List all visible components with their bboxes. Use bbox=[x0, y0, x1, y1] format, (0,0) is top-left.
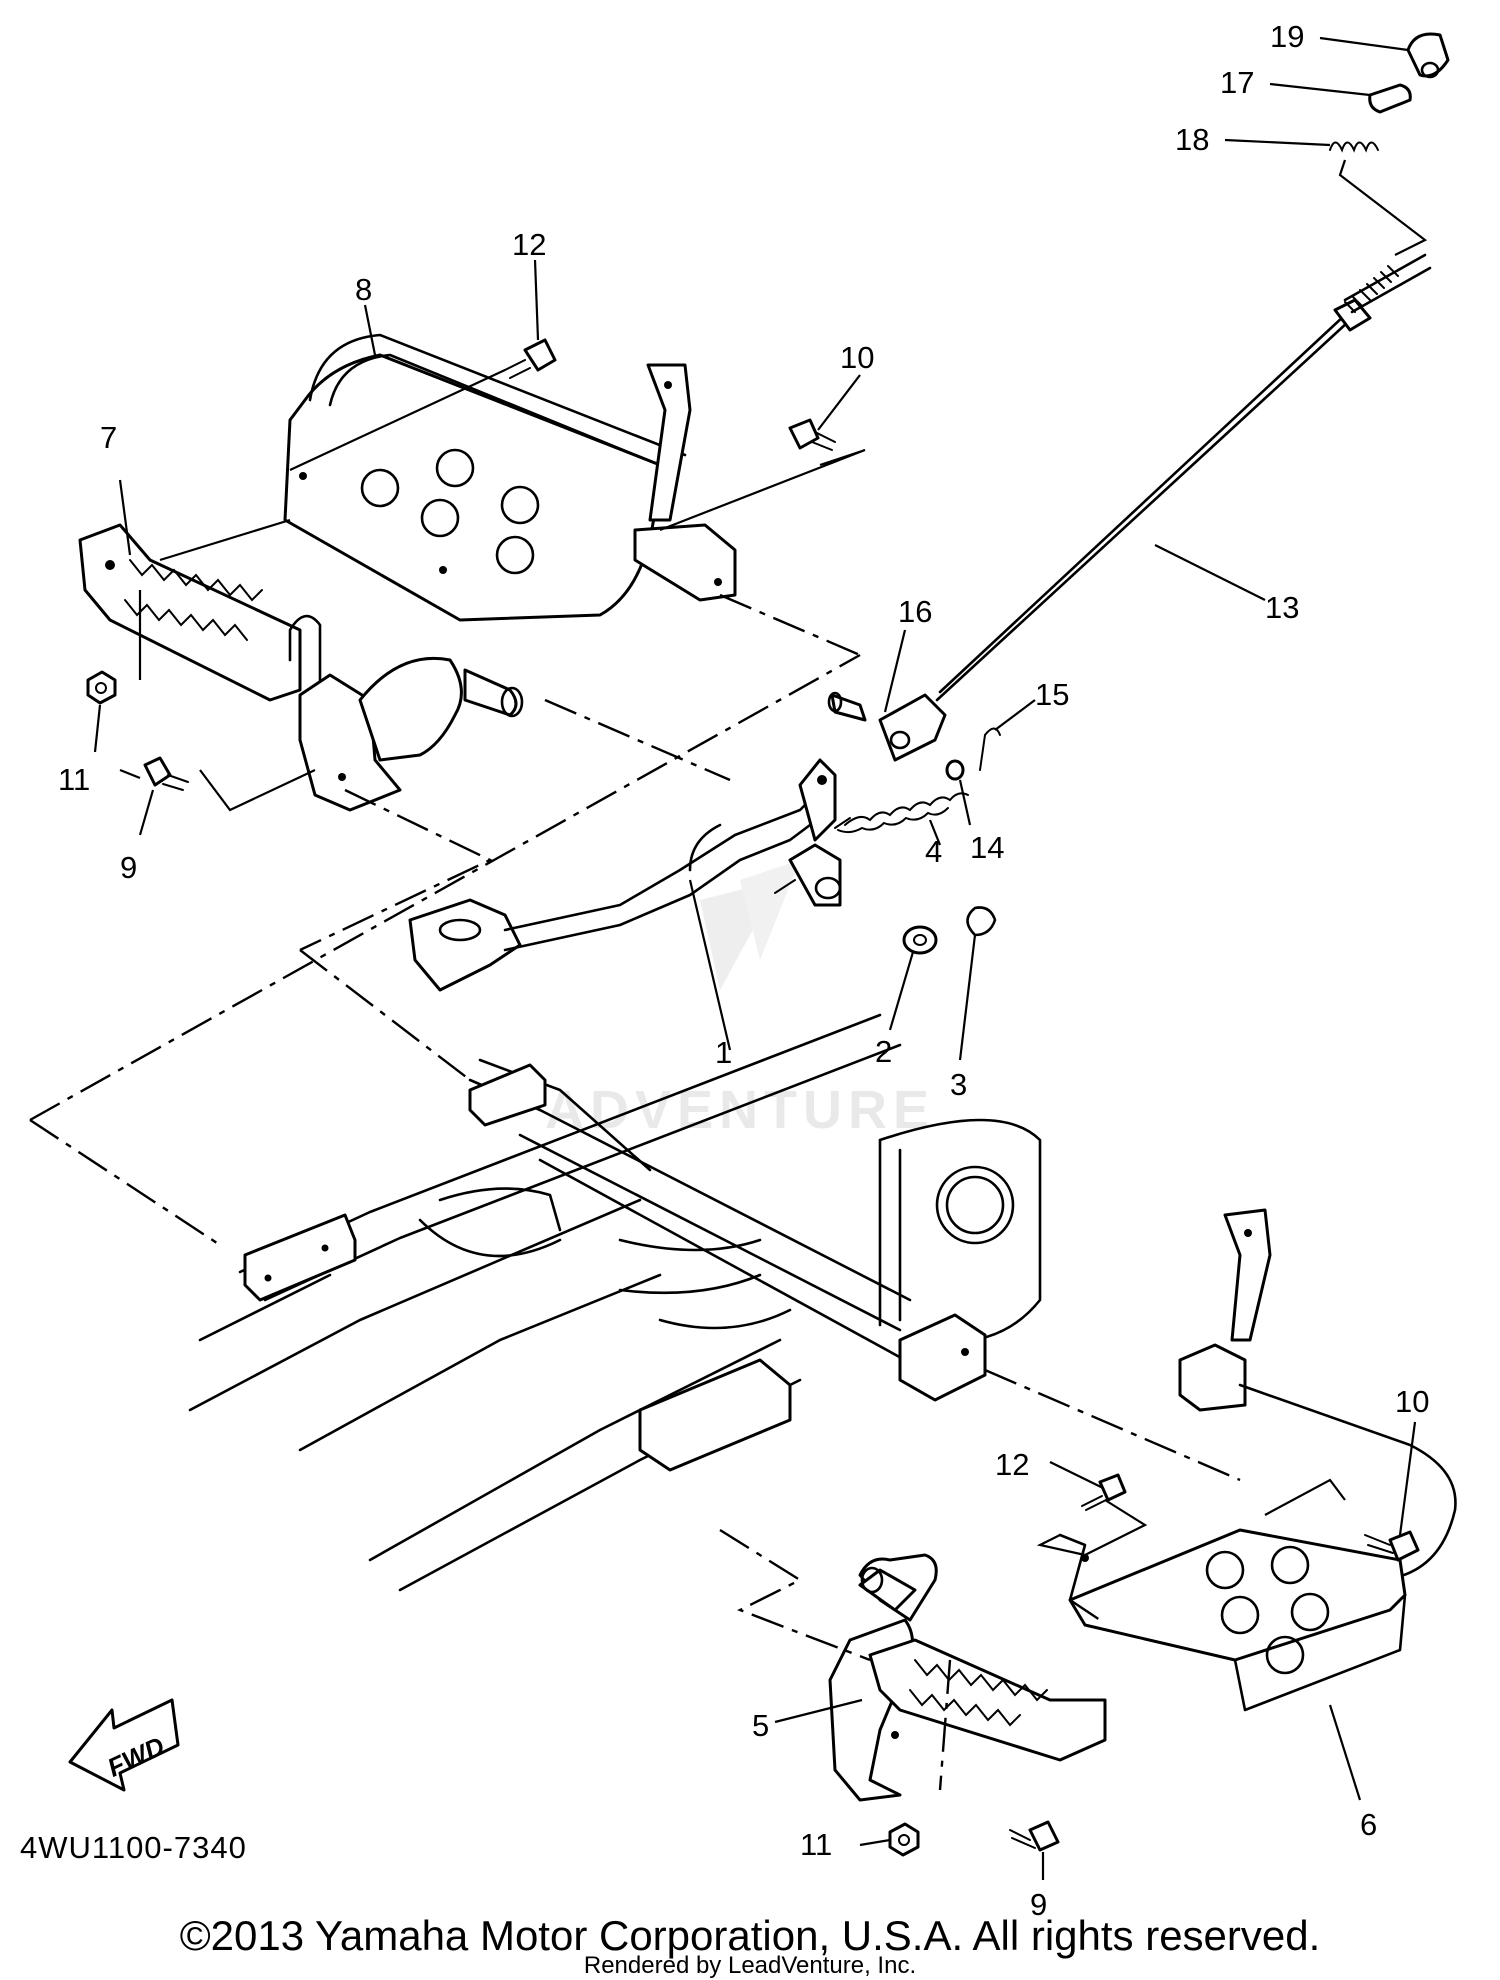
right-footpeg bbox=[828, 1553, 1107, 1802]
copyright-notice: ©2013 Yamaha Motor Corporation, U.S.A. A… bbox=[179, 1912, 1321, 1959]
brake-pedal bbox=[408, 758, 842, 992]
watermark-text: ADVENTURE bbox=[545, 1080, 935, 1140]
callout-4: 4 bbox=[925, 834, 942, 869]
fasteners bbox=[86, 338, 1420, 1857]
callout-5: 5 bbox=[752, 1708, 769, 1743]
callout-6: 6 bbox=[1360, 1807, 1377, 1842]
frame-assembly bbox=[188, 1013, 1042, 1592]
rendered-by-credit: Rendered by LeadVenture, Inc. bbox=[583, 1952, 917, 1979]
callout-3: 3 bbox=[950, 1067, 967, 1102]
callout-16: 16 bbox=[898, 594, 932, 629]
brake-cable bbox=[827, 253, 1432, 781]
spring bbox=[834, 792, 969, 834]
callout-9-bottom: 9 bbox=[1030, 1887, 1047, 1922]
adjuster-parts bbox=[1329, 32, 1450, 153]
assembly-lines bbox=[29, 593, 1241, 1791]
watermark: ADVENTURE bbox=[545, 860, 935, 1140]
callout-labels: 19 17 18 13 16 15 14 4 1 2 3 12 8 10 7 1… bbox=[58, 19, 1429, 1922]
callout-19: 19 bbox=[1270, 19, 1304, 54]
right-footrest bbox=[1058, 1208, 1457, 1712]
callout-10-bottom: 10 bbox=[1395, 1384, 1429, 1419]
callout-17: 17 bbox=[1220, 65, 1254, 100]
washer bbox=[902, 925, 938, 955]
fwd-arrow-icon: FWD bbox=[68, 1698, 180, 1792]
callout-18: 18 bbox=[1175, 122, 1209, 157]
callout-10-top: 10 bbox=[840, 340, 874, 375]
callout-14: 14 bbox=[970, 830, 1004, 865]
callout-13: 13 bbox=[1265, 590, 1299, 625]
left-footrest bbox=[78, 333, 737, 812]
callout-12-bottom: 12 bbox=[995, 1447, 1029, 1482]
callout-7: 7 bbox=[100, 420, 117, 455]
callout-11-left: 11 bbox=[58, 762, 90, 797]
callout-8: 8 bbox=[355, 272, 372, 307]
callout-1: 1 bbox=[715, 1035, 732, 1070]
callout-15: 15 bbox=[1035, 677, 1069, 712]
callout-12-top: 12 bbox=[512, 227, 546, 262]
callout-2: 2 bbox=[875, 1034, 892, 1069]
callout-9-left: 9 bbox=[120, 850, 137, 885]
callout-11-bottom: 11 bbox=[800, 1827, 832, 1862]
circlip bbox=[966, 906, 997, 937]
figure-code: 4WU1100-7340 bbox=[20, 1830, 247, 1865]
leader-lines bbox=[93, 36, 1428, 1880]
